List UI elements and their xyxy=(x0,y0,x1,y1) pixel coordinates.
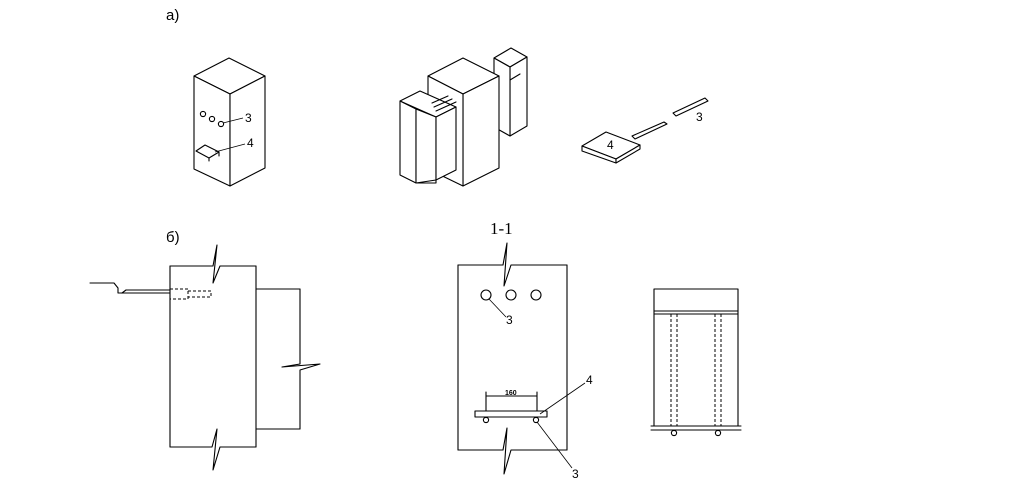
bearing-plate xyxy=(474,410,548,418)
plate-front-view xyxy=(650,288,742,437)
tie-rod-left xyxy=(89,282,171,294)
section-callout-3: 3 xyxy=(506,313,513,327)
section-callout-3-lower: 3 xyxy=(572,467,579,481)
beam-break xyxy=(281,288,321,430)
back-u-element xyxy=(493,47,528,137)
callout-4-text: 4 xyxy=(247,136,254,150)
plate-bolt xyxy=(532,416,540,424)
bolt-hole xyxy=(208,115,216,123)
section-1-1-view xyxy=(457,242,586,475)
block-isometric-view xyxy=(193,57,266,187)
column-bottom-break xyxy=(169,428,257,471)
plate-part-label: 4 xyxy=(607,138,614,152)
exploded-assembly-view xyxy=(399,47,528,187)
plate-bolt xyxy=(670,429,678,437)
dimension-text: 160 xyxy=(505,390,517,397)
bolt-hole xyxy=(505,289,517,301)
plate-bolt xyxy=(482,416,490,424)
bolt-hole xyxy=(480,289,492,301)
callout-3-text: 3 xyxy=(245,111,252,125)
block-left-face xyxy=(193,75,231,187)
panel-b-label: б) xyxy=(166,229,180,246)
front-slotted-element xyxy=(399,90,457,184)
callout-leader-4 xyxy=(214,143,246,153)
bolt-hole xyxy=(217,120,225,128)
callout-leader-3 xyxy=(222,117,244,124)
section-callout-4: 4 xyxy=(586,373,593,387)
plate-bolt xyxy=(714,429,722,437)
column-top-break xyxy=(169,244,257,284)
bolt-part-label: 3 xyxy=(696,110,703,124)
section-title: 1-1 xyxy=(490,219,513,238)
embedded-bolt xyxy=(169,288,189,300)
bolt-part xyxy=(672,97,709,117)
bolt-hole xyxy=(530,289,542,301)
bolt-hole xyxy=(199,110,207,118)
side-elevation-view xyxy=(89,244,321,471)
plate-rod xyxy=(631,121,668,140)
block-right-face xyxy=(229,75,266,187)
plate-part xyxy=(581,121,668,164)
panel-a-label: а) xyxy=(166,7,179,24)
